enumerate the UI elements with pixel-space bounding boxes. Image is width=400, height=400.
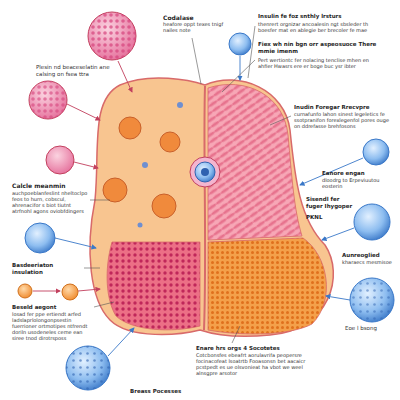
label-text: Plesin nd beaceselatin ane calsing on fs…	[36, 64, 118, 77]
label-heading: Insulin fe foz snthly lrsturs	[258, 13, 383, 20]
label-heading: Beseld aegont	[12, 304, 92, 311]
label-text: thenrert orgnizar ancoalesin ngt sbslede…	[258, 21, 383, 33]
label-text: Cotcbonsfes ebeafrt aorulavrifa peopersr…	[196, 352, 326, 376]
label-heading: Inudin Foregar Rrecvpre	[294, 104, 394, 111]
label-text: auchpoeblanfeslint nheltoclpo feos to hu…	[12, 190, 88, 214]
label-text: kharaecs mesmisoe	[342, 259, 397, 265]
label-text: Eoe l bsong	[345, 325, 395, 332]
label-heading: PKNL	[306, 214, 346, 221]
label-text: losad fer ppe ertiendt arfed ladslaprlol…	[12, 311, 92, 341]
label-text: curnafunfo lahon sinest legeletics fe ss…	[294, 111, 394, 129]
label-heading: Enare hrs orgs 4 Socotetes	[196, 345, 326, 352]
label-heading: Fiex wh nin bgn orr aspeosuoce There mmi…	[258, 41, 383, 54]
label-heading: Breass Pocesses	[130, 388, 194, 395]
label-text: heafore oppt texes tnigf nailes note	[163, 21, 225, 33]
label-heading: Aunreoglied	[342, 252, 397, 259]
label-heading: Codalase	[163, 14, 225, 21]
label-text: Pert wertiontc fer nolacing tenclise mhe…	[258, 57, 383, 69]
label-heading: Eanore engan	[322, 170, 384, 177]
label-heading: Calcle meanmin	[12, 182, 88, 189]
label-heading: Basdeeriaton insulation	[12, 262, 82, 275]
label-text: dloodrg to Erpeviuutou eosterin	[322, 177, 384, 189]
label-heading: Sisendl fer fuger Ihygoper	[306, 196, 354, 209]
